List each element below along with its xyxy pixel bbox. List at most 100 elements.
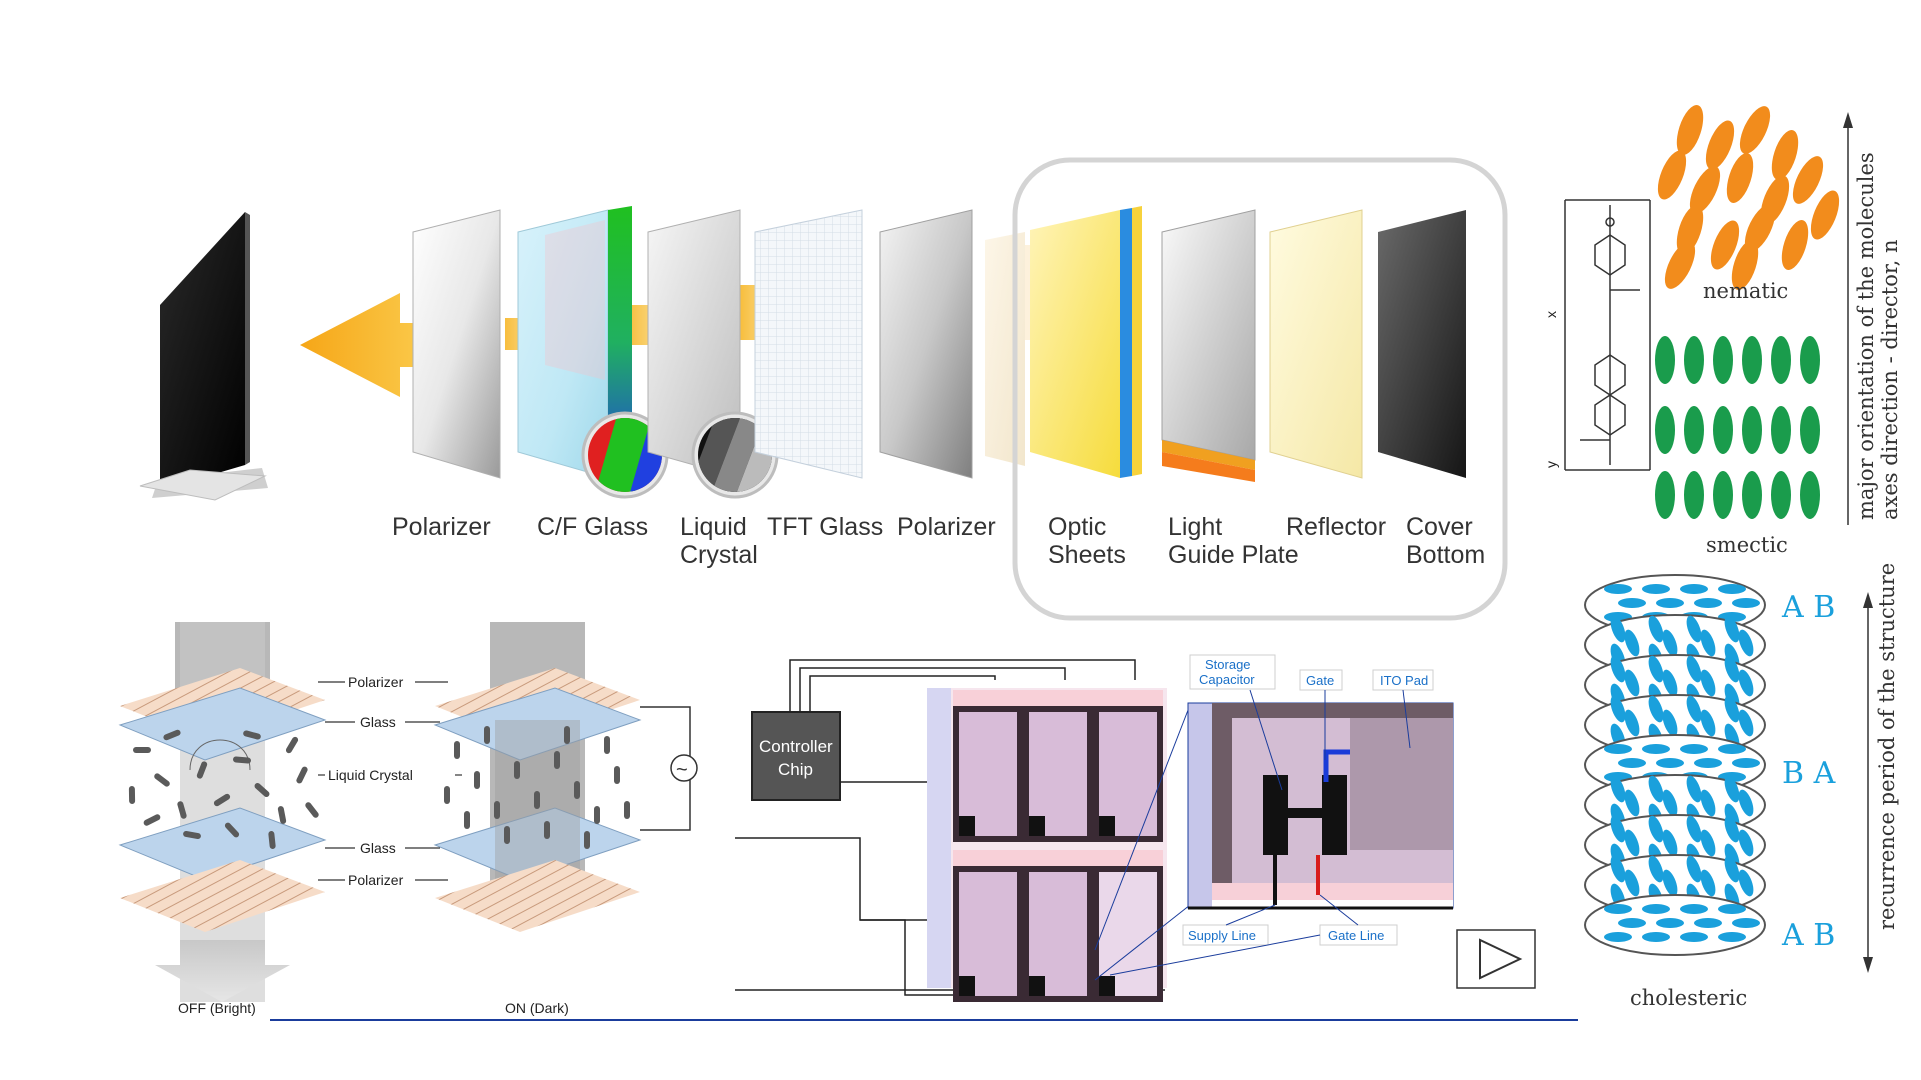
pixel-tft xyxy=(1029,976,1045,996)
pixel-cell xyxy=(1029,712,1087,836)
smectic-molecule xyxy=(1713,406,1733,454)
label-director-axis-2: axes direction - director, n xyxy=(1878,240,1902,520)
lc-molecules-on xyxy=(444,726,630,849)
lc-molecule xyxy=(614,766,620,784)
pixel-cell xyxy=(1099,872,1157,996)
controller-chip xyxy=(751,711,841,801)
lc-molecule xyxy=(544,821,550,839)
cholesteric-molecule xyxy=(1700,789,1716,817)
nematic-molecule xyxy=(1744,204,1776,252)
nematic-molecule xyxy=(1726,153,1754,203)
cholesteric-molecule xyxy=(1680,584,1708,594)
diffuser-layer xyxy=(985,232,1025,466)
cholesteric-molecule xyxy=(1618,758,1646,768)
pixel-top-strip xyxy=(1093,850,1163,866)
director-arrow xyxy=(1843,112,1853,525)
cholesteric-molecule xyxy=(1724,815,1740,843)
cholesteric-molecule xyxy=(1618,918,1646,928)
cholesteric-molecule xyxy=(1604,904,1632,914)
nematic-molecule xyxy=(1664,241,1696,289)
cholesteric-molecule xyxy=(1662,869,1678,897)
cell-label-glass-bottom: Glass xyxy=(360,840,396,856)
cholesteric-molecule xyxy=(1738,869,1754,897)
cholesteric-molecule xyxy=(1700,829,1716,857)
smectic-molecules xyxy=(1655,336,1820,519)
nematic-molecule xyxy=(1771,130,1799,180)
smectic-molecule xyxy=(1684,406,1704,454)
cholesteric-molecule xyxy=(1624,709,1640,737)
lc-molecule xyxy=(514,761,520,779)
nematic-molecule xyxy=(1689,166,1721,214)
lc-molecule xyxy=(183,830,201,840)
cholesteric-molecule xyxy=(1624,629,1640,657)
cholesteric-molecule xyxy=(1732,598,1760,608)
label-liquid-crystal-2: Crystal xyxy=(680,541,758,569)
lc-molecule xyxy=(574,781,580,799)
label-reflector: Reflector xyxy=(1286,513,1386,541)
label-cholesteric: cholesteric xyxy=(1630,986,1747,1010)
ac-source-icon: ~ xyxy=(670,754,698,782)
cf-glass-layer xyxy=(517,206,632,479)
cholesteric-molecule xyxy=(1680,932,1708,942)
lc-molecule xyxy=(277,806,287,824)
lc-grayscale-icon xyxy=(691,411,779,499)
pixel-top-strip xyxy=(1023,690,1093,706)
cholesteric-molecule xyxy=(1680,744,1708,754)
polarizer-back-layer xyxy=(879,209,973,479)
label-cf-glass: C/F Glass xyxy=(537,513,648,541)
cholesteric-molecule xyxy=(1642,744,1670,754)
cell-label-polarizer-top: Polarizer xyxy=(348,674,404,690)
cholesteric-molecule xyxy=(1610,775,1626,803)
smectic-molecule xyxy=(1713,471,1733,519)
cholesteric-molecule xyxy=(1662,789,1678,817)
smectic-molecule xyxy=(1800,406,1820,454)
cholesteric-molecule xyxy=(1700,709,1716,737)
cholesteric-molecule xyxy=(1662,669,1678,697)
cholesteric-molecule xyxy=(1680,904,1708,914)
cell-label-on: ON (Dark) xyxy=(505,1000,569,1016)
light-arrow-icon xyxy=(300,293,448,397)
callout-supply-line: Supply Line xyxy=(1188,928,1256,943)
smectic-molecule xyxy=(1684,471,1704,519)
label-director-axis-1: major orientation of the molecules xyxy=(1854,152,1878,520)
smectic-molecule xyxy=(1800,471,1820,519)
cell-label-liquid-crystal: Liquid Crystal xyxy=(328,767,413,783)
smectic-molecule xyxy=(1713,336,1733,384)
cholesteric-molecule xyxy=(1738,789,1754,817)
pixel-cell xyxy=(959,712,1017,836)
tft-callouts xyxy=(1109,654,1434,976)
lc-molecule xyxy=(584,831,590,849)
lc-molecule xyxy=(243,730,261,740)
cell-label-glass-top: Glass xyxy=(360,714,396,730)
label-liquid-crystal-1: Liquid xyxy=(680,513,747,541)
callout-storage-1: Storage xyxy=(1205,657,1251,672)
lc-molecule xyxy=(305,802,319,818)
cholesteric-molecule xyxy=(1686,775,1702,803)
label-smectic: smectic xyxy=(1706,533,1788,557)
label-nematic: nematic xyxy=(1703,279,1788,303)
play-button[interactable] xyxy=(1456,929,1536,989)
cholesteric-molecule xyxy=(1610,695,1626,723)
pixel-tft xyxy=(1099,976,1115,996)
cholesteric-molecule xyxy=(1718,584,1746,594)
cholesteric-molecule xyxy=(1724,615,1740,643)
ac-symbol: ~ xyxy=(676,759,688,781)
cholesteric-molecule xyxy=(1686,815,1702,843)
cholesteric-molecule xyxy=(1724,775,1740,803)
cholesteric-molecule xyxy=(1724,855,1740,883)
smectic-molecule xyxy=(1655,406,1675,454)
light-guide-plate-layer xyxy=(1161,209,1256,482)
cholesteric-molecule xyxy=(1648,815,1664,843)
optic-sheets-layer xyxy=(1030,206,1142,478)
callout-ito-pad: ITO Pad xyxy=(1380,673,1428,688)
lc-molecule xyxy=(464,811,470,829)
controller-label-2: Chip xyxy=(778,760,813,779)
cholesteric-molecule xyxy=(1738,829,1754,857)
lc-molecule xyxy=(133,747,151,753)
cholesteric-molecule xyxy=(1662,829,1678,857)
cholesteric-molecule xyxy=(1610,815,1626,843)
nematic-molecule xyxy=(1781,220,1809,270)
label-ba-mid: B A xyxy=(1782,756,1836,791)
cell-label-off: OFF (Bright) xyxy=(178,1000,256,1016)
cell-leader-lines xyxy=(318,681,462,881)
